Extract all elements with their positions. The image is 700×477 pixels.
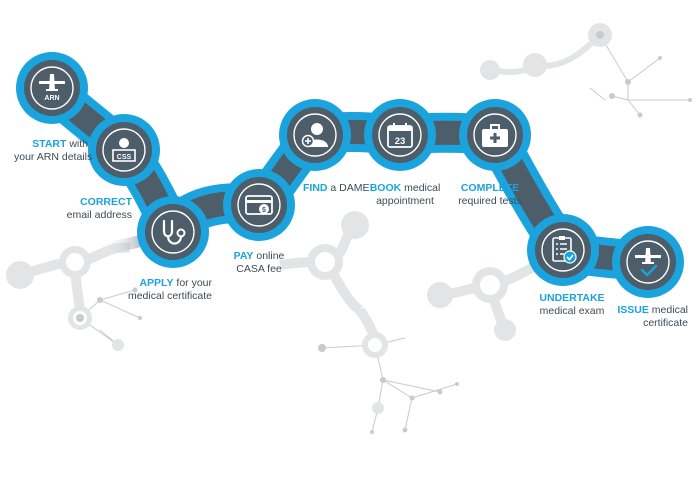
background-network-left bbox=[6, 242, 142, 351]
step-label-pay: PAY online CASA fee bbox=[233, 250, 285, 275]
background-network-center bbox=[279, 211, 459, 434]
svg-text:ARN: ARN bbox=[44, 95, 59, 102]
svg-text:CSS: CSS bbox=[117, 154, 132, 161]
step-label-correct: CORRECT email address bbox=[66, 196, 132, 221]
background-network-top-right bbox=[480, 23, 692, 118]
calendar-icon: 23 bbox=[387, 123, 413, 148]
doctor-add-icon bbox=[301, 123, 328, 148]
stethoscope-icon bbox=[162, 219, 186, 245]
medical-kit-icon bbox=[482, 124, 508, 147]
process-steps: ARN CSS $23 bbox=[16, 52, 684, 298]
step-node-6: 23 bbox=[364, 99, 436, 171]
step-label-book: BOOK medical appointment bbox=[369, 182, 441, 207]
step-label-apply: APPLY for your medical certificate bbox=[127, 277, 212, 302]
step-label-issue: ISSUE medical certificate bbox=[617, 304, 688, 329]
step-node-5 bbox=[279, 99, 351, 171]
airplane-check-icon bbox=[635, 248, 661, 277]
svg-text:23: 23 bbox=[395, 136, 406, 147]
certificate-css-icon: CSS bbox=[112, 138, 136, 162]
step-node-7 bbox=[459, 99, 531, 171]
step-node-4: $ bbox=[223, 169, 295, 241]
step-label-undertake: UNDERTAKE medical exam bbox=[539, 292, 605, 317]
svg-text:$: $ bbox=[262, 207, 266, 214]
airplane-arn-icon: ARN bbox=[39, 74, 65, 102]
step-node-1: ARN bbox=[16, 52, 88, 124]
checklist-clipboard-icon bbox=[552, 236, 577, 264]
step-node-2: CSS bbox=[88, 114, 160, 186]
step-label-find: FIND a DAME bbox=[303, 182, 370, 194]
payment-card-icon: $ bbox=[245, 195, 273, 215]
background-network-bottom-right bbox=[427, 257, 547, 341]
step-label-start: START with your ARN details bbox=[14, 138, 93, 163]
step-node-8 bbox=[527, 214, 599, 286]
step-label-complete: COMPLETE required tests bbox=[458, 182, 522, 207]
step-node-9 bbox=[612, 226, 684, 298]
step-node-3 bbox=[137, 196, 209, 268]
